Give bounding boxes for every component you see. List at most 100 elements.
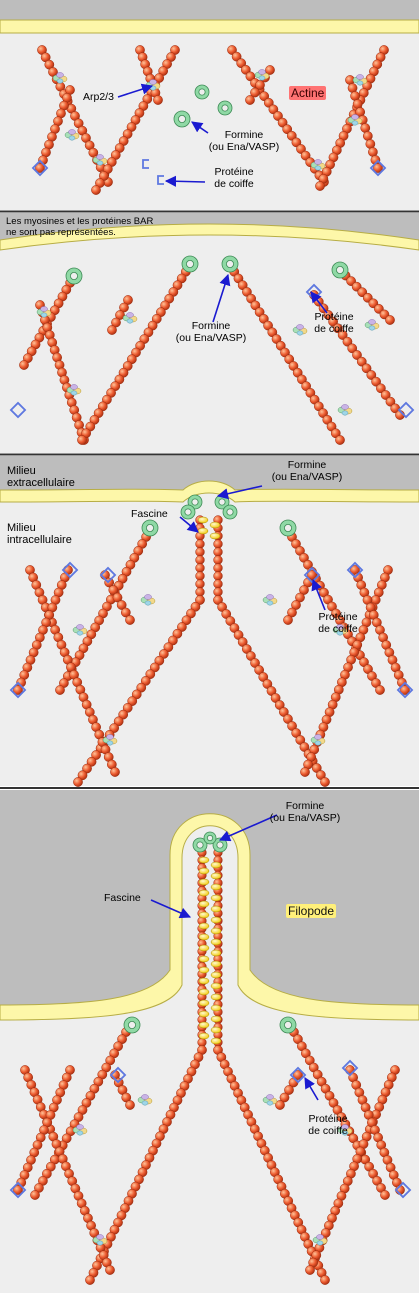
- formin: [217, 100, 233, 116]
- label-arp23: Arp2/3: [83, 91, 114, 103]
- actin-monomer: [111, 317, 121, 328]
- actin-monomer: [295, 592, 305, 603]
- actin-network-2: [9, 255, 415, 445]
- actin-monomer: [293, 1070, 303, 1080]
- label-proteine-2: Protéine de coiffe: [314, 311, 354, 335]
- actin-monomer: [213, 579, 223, 589]
- capping-protein: [396, 681, 414, 699]
- actin-monomer: [227, 45, 237, 55]
- arp23-complex: [66, 384, 82, 396]
- actin-monomer: [108, 585, 119, 595]
- fascin: [198, 977, 210, 985]
- actin-monomer: [315, 181, 325, 191]
- arp23-complex: [312, 1234, 328, 1246]
- label-fascine-3: Fascine: [131, 508, 168, 520]
- actin-monomer: [195, 539, 205, 549]
- capping-protein: [142, 159, 149, 169]
- actin-monomer: [172, 628, 183, 639]
- actin-monomer: [116, 600, 127, 610]
- arp23-complex: [137, 1094, 153, 1106]
- panel-3: [0, 456, 419, 787]
- actin-monomer: [127, 696, 138, 706]
- fascin: [209, 532, 221, 540]
- arp23-complex: [310, 734, 326, 746]
- actin-network-3: [9, 494, 414, 787]
- actin-monomer: [279, 1092, 290, 1103]
- actin-monomer: [153, 95, 163, 105]
- actin-monomer: [342, 336, 353, 347]
- actin-monomer: [255, 80, 265, 90]
- actin-monomer: [296, 144, 306, 154]
- fascin: [198, 922, 210, 930]
- arp23-complex: [292, 324, 308, 336]
- actin-monomer: [305, 1265, 315, 1275]
- arp23-complex: [92, 154, 108, 166]
- actin-monomer: [55, 685, 65, 695]
- fascin: [210, 916, 222, 924]
- actin-monomer: [231, 51, 242, 62]
- actin-monomer: [195, 579, 205, 589]
- actin-monomer: [115, 310, 125, 320]
- actin-monomer: [333, 323, 343, 334]
- actin-monomer: [263, 97, 274, 108]
- actin-monomer: [181, 615, 192, 626]
- actin-monomer: [86, 756, 97, 767]
- actin-monomer: [163, 642, 174, 653]
- label-formine-4: Formine (ou Ena/VASP): [269, 800, 341, 824]
- actin-monomer: [177, 622, 187, 632]
- fascin: [210, 949, 222, 957]
- actin-monomer: [213, 555, 223, 565]
- capping-protein: [109, 1066, 127, 1084]
- actin-monomer: [154, 655, 165, 666]
- actin-monomer: [113, 716, 124, 727]
- fascin: [209, 521, 221, 529]
- actin-monomer: [352, 350, 362, 360]
- label-formine-1: Formine (ou Ena/VASP): [208, 129, 280, 153]
- actin-monomer: [320, 1275, 330, 1285]
- arp23-complex: [72, 1124, 88, 1136]
- label-proteine-3: Protéine de coiffe: [318, 611, 358, 635]
- arp23-complex: [352, 74, 368, 86]
- actin-monomer: [91, 185, 101, 195]
- actin-monomer: [380, 1190, 390, 1200]
- actin-monomer: [320, 777, 330, 787]
- fascin: [198, 1021, 210, 1029]
- arp23-complex: [102, 734, 118, 746]
- arrow-fascine-4: [150, 899, 192, 919]
- fascin: [210, 938, 222, 946]
- fascin: [198, 988, 210, 996]
- actin-monomer: [275, 1100, 285, 1110]
- arp23-complex: [262, 1094, 278, 1106]
- actin-monomer: [186, 608, 196, 619]
- actin-monomer: [213, 571, 223, 581]
- actin-monomer: [107, 325, 117, 335]
- arrow-arp: [117, 83, 154, 98]
- actin-monomer: [250, 87, 260, 98]
- actin-monomer: [335, 435, 345, 445]
- fascin: [210, 927, 222, 935]
- fascin: [210, 993, 222, 1001]
- actin-monomer: [286, 130, 297, 141]
- fascin: [210, 861, 222, 869]
- arp23-complex: [337, 1124, 353, 1136]
- arrow-formine-4: [218, 814, 278, 842]
- arp23-complex: [254, 69, 270, 81]
- actin-monomer: [195, 555, 205, 565]
- capping-protein: [99, 566, 117, 584]
- actin-monomer: [110, 767, 120, 777]
- fascin: [198, 944, 210, 952]
- label-formine-3: Formine (ou Ena/VASP): [271, 459, 343, 483]
- actin-monomer: [259, 91, 270, 102]
- actin-monomer: [168, 635, 178, 646]
- actin-monomer: [125, 615, 135, 625]
- label-milieu-ext: Milieu extracellulaire: [7, 465, 75, 489]
- capping-protein: [369, 159, 387, 177]
- formin: [194, 84, 210, 100]
- actin-monomer: [145, 669, 156, 679]
- actin-monomer: [366, 370, 377, 380]
- actin-monomer: [77, 435, 87, 445]
- actine-highlight: Actine: [289, 86, 327, 100]
- actin-monomer: [136, 682, 147, 693]
- fascin: [198, 900, 210, 908]
- actin-monomer: [30, 1190, 40, 1200]
